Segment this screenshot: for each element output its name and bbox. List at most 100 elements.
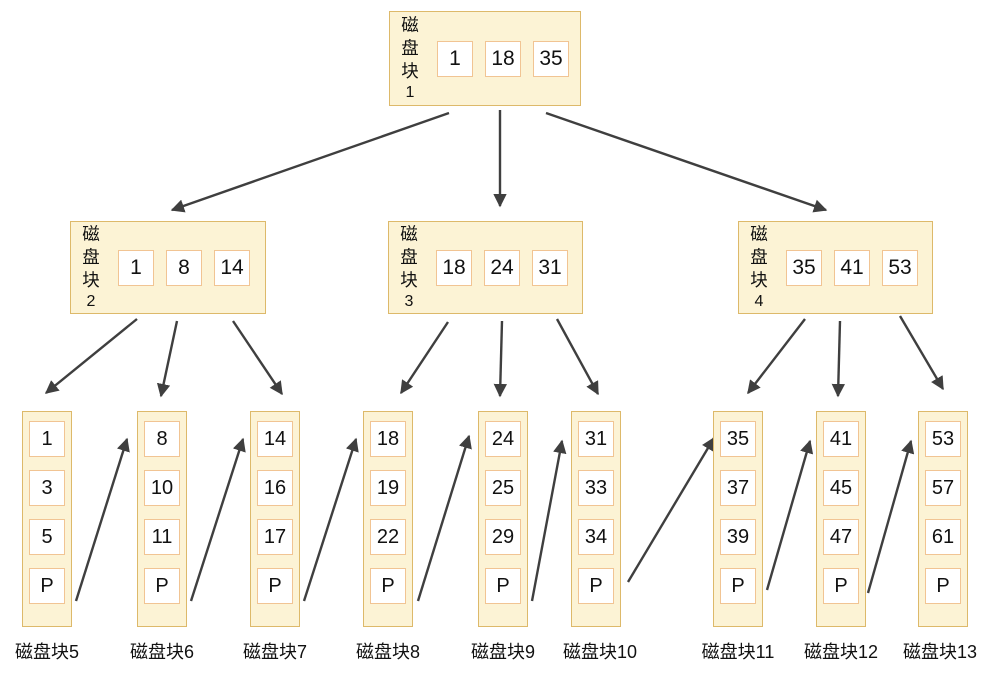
leaf-label-9: 磁盘块9 — [470, 642, 536, 662]
leaf-pointer-cell: P — [257, 568, 293, 604]
node3-keys: 18 24 31 — [436, 249, 568, 286]
leaf-cell: 11 — [144, 519, 180, 555]
key-cell: 1 — [118, 249, 154, 286]
arrow-node2-to-leaf5 — [44, 318, 138, 394]
arrow-node3-to-leaf10 — [555, 318, 600, 396]
arrow-node2-to-leaf6 — [156, 320, 179, 398]
node3-number: 3 — [404, 293, 414, 310]
leaf-cell: 29 — [485, 519, 521, 555]
leaf-cell: 24 — [485, 421, 521, 457]
leaf-cell: 57 — [925, 470, 961, 506]
key-cell: 18 — [485, 40, 521, 77]
leaf-cell: 18 — [370, 421, 406, 457]
key-cell: 24 — [484, 249, 520, 286]
leaf-node-13: 53 57 61 P — [918, 411, 968, 627]
node2-keys: 1 8 14 — [118, 249, 250, 286]
leaf-pointer-cell: P — [370, 568, 406, 604]
leaf-cell: 31 — [578, 421, 614, 457]
internal-node-4: 磁盘块 4 35 41 53 — [738, 221, 933, 314]
leaf-cell: 1 — [29, 421, 65, 457]
leaf-cell: 45 — [823, 470, 859, 506]
arrow-node3-to-leaf8 — [399, 321, 450, 395]
arrow-root-to-node4 — [545, 111, 828, 213]
node4-keys: 35 41 53 — [786, 249, 918, 286]
arrow-node4-to-leaf12 — [831, 320, 846, 398]
leaf-label-6: 磁盘块6 — [129, 642, 195, 662]
key-cell: 41 — [834, 249, 870, 286]
leaf-cell: 16 — [257, 470, 293, 506]
node1-number: 1 — [405, 84, 415, 101]
leaf-cell: 5 — [29, 519, 65, 555]
leaf-pointer-cell: P — [485, 568, 521, 604]
leaf-label-10: 磁盘块10 — [562, 642, 638, 662]
leaf-cell: 34 — [578, 519, 614, 555]
leaf-cell: 10 — [144, 470, 180, 506]
leaf-pointer-cell: P — [29, 568, 65, 604]
node4-number: 4 — [754, 293, 764, 310]
node2-number: 2 — [86, 293, 96, 310]
leaf-cell: 19 — [370, 470, 406, 506]
leaf-cell: 33 — [578, 470, 614, 506]
leaf-node-5: 1 3 5 P — [22, 411, 72, 627]
node1-keys: 1 18 35 — [437, 40, 569, 77]
leaf-cell: 41 — [823, 421, 859, 457]
leaf-cell: 37 — [720, 470, 756, 506]
leaf-pointer-cell: P — [823, 568, 859, 604]
key-cell: 31 — [532, 249, 568, 286]
leaf-label-8: 磁盘块8 — [355, 642, 421, 662]
leaf-cell: 35 — [720, 421, 756, 457]
leaf-cell: 3 — [29, 470, 65, 506]
arrow-leaf11-to-leaf12 — [765, 439, 814, 591]
key-cell: 35 — [533, 40, 569, 77]
node4-label-text: 磁盘块 — [750, 224, 768, 290]
leaf-pointer-cell: P — [144, 568, 180, 604]
arrow-node2-to-leaf7 — [232, 320, 283, 396]
arrow-leaf5-to-leaf6 — [74, 437, 130, 602]
leaf-label-12: 磁盘块12 — [803, 642, 879, 662]
leaf-cell: 61 — [925, 519, 961, 555]
node2-label: 磁盘块 2 — [81, 223, 101, 312]
node4-label: 磁盘块 4 — [749, 223, 769, 312]
leaf-node-12: 41 45 47 P — [816, 411, 866, 627]
key-cell: 8 — [166, 249, 202, 286]
leaf-label-7: 磁盘块7 — [242, 642, 308, 662]
leaf-cell: 47 — [823, 519, 859, 555]
arrow-leaf10-to-leaf11 — [626, 436, 716, 583]
leaf-label-5: 磁盘块5 — [14, 642, 80, 662]
leaf-node-8: 18 19 22 P — [363, 411, 413, 627]
leaf-cell: 39 — [720, 519, 756, 555]
leaf-cell: 53 — [925, 421, 961, 457]
leaf-node-10: 31 33 34 P — [571, 411, 621, 627]
leaf-pointer-cell: P — [925, 568, 961, 604]
node1-label-text: 磁盘块 — [401, 15, 419, 81]
key-cell: 53 — [882, 249, 918, 286]
leaf-pointer-cell: P — [720, 568, 756, 604]
leaf-label-13: 磁盘块13 — [902, 642, 978, 662]
arrow-node4-to-leaf11 — [747, 318, 806, 395]
internal-node-2: 磁盘块 2 1 8 14 — [70, 221, 266, 314]
arrow-leaf8-to-leaf9 — [416, 434, 472, 602]
arrow-leaf6-to-leaf7 — [189, 437, 246, 602]
leaf-cell: 8 — [144, 421, 180, 457]
arrow-node3-to-leaf9 — [493, 320, 508, 398]
leaf-pointer-cell: P — [578, 568, 614, 604]
leaf-cell: 25 — [485, 470, 521, 506]
arrow-leaf9-to-leaf10 — [530, 439, 567, 602]
leaf-node-9: 24 25 29 P — [478, 411, 528, 627]
node2-label-text: 磁盘块 — [82, 224, 100, 290]
node1-label: 磁盘块 1 — [400, 14, 420, 103]
leaf-cell: 17 — [257, 519, 293, 555]
arrow-node4-to-leaf13 — [898, 315, 945, 391]
leaf-label-11: 磁盘块11 — [701, 642, 775, 662]
arrow-leaf12-to-leaf13 — [866, 439, 915, 594]
node3-label: 磁盘块 3 — [399, 223, 419, 312]
key-cell: 1 — [437, 40, 473, 77]
key-cell: 18 — [436, 249, 472, 286]
leaf-node-6: 8 10 11 P — [137, 411, 187, 627]
leaf-node-7: 14 16 17 P — [250, 411, 300, 627]
node3-label-text: 磁盘块 — [400, 224, 418, 290]
arrow-leaf7-to-leaf8 — [302, 437, 359, 602]
key-cell: 14 — [214, 249, 250, 286]
